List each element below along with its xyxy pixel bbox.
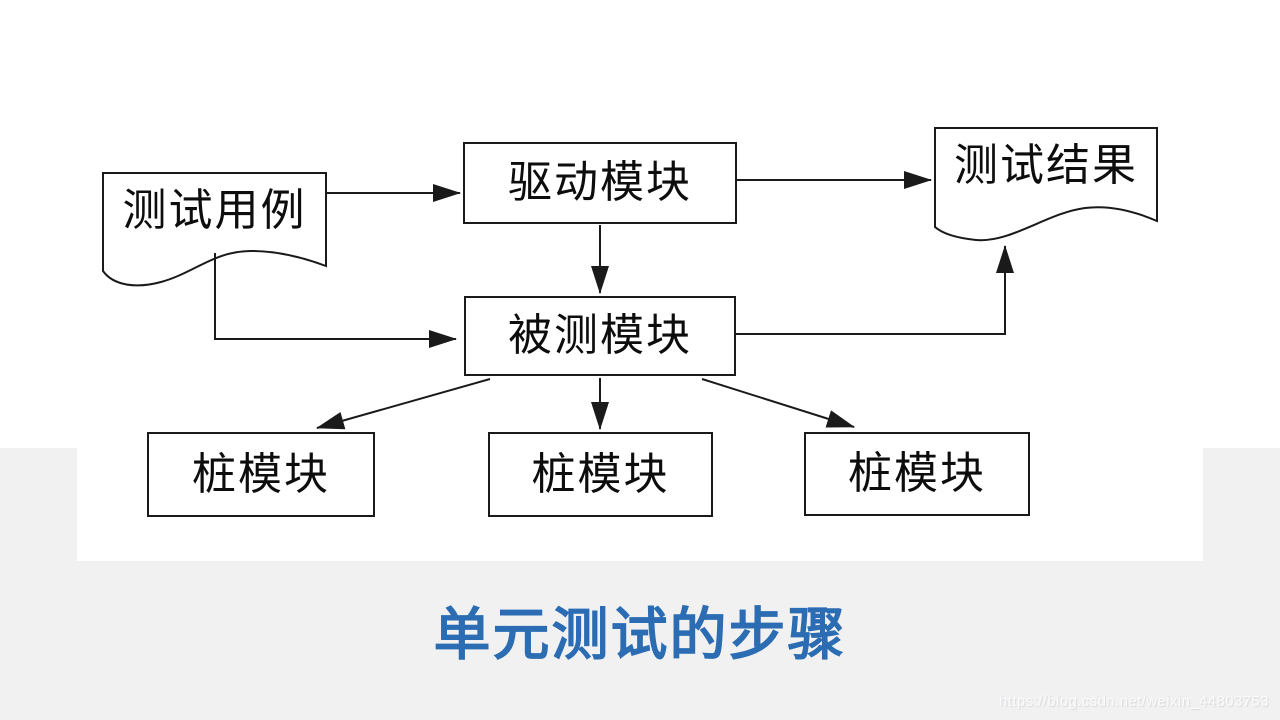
watermark-url: https://blog.csdn.net/weixin_44803753: [999, 693, 1269, 710]
node-stub-left: 桩模块: [147, 432, 375, 517]
node-test-result-label: 测试结果: [954, 141, 1138, 190]
node-driver-label: 驱动模块: [508, 158, 692, 207]
node-test-case-label: 测试用例: [122, 186, 307, 235]
node-stub-middle: 桩模块: [488, 432, 713, 517]
node-stub-left-label: 桩模块: [192, 449, 330, 499]
node-module-under-test-label: 被测模块: [508, 311, 692, 360]
node-stub-right-label: 桩模块: [848, 449, 986, 498]
node-stub-middle-label: 桩模块: [531, 449, 670, 499]
node-module-under-test: 被测模块: [464, 296, 736, 376]
node-stub-right: 桩模块: [804, 432, 1030, 516]
node-driver: 驱动模块: [463, 142, 737, 224]
page-title: 单元测试的步骤: [433, 603, 847, 667]
